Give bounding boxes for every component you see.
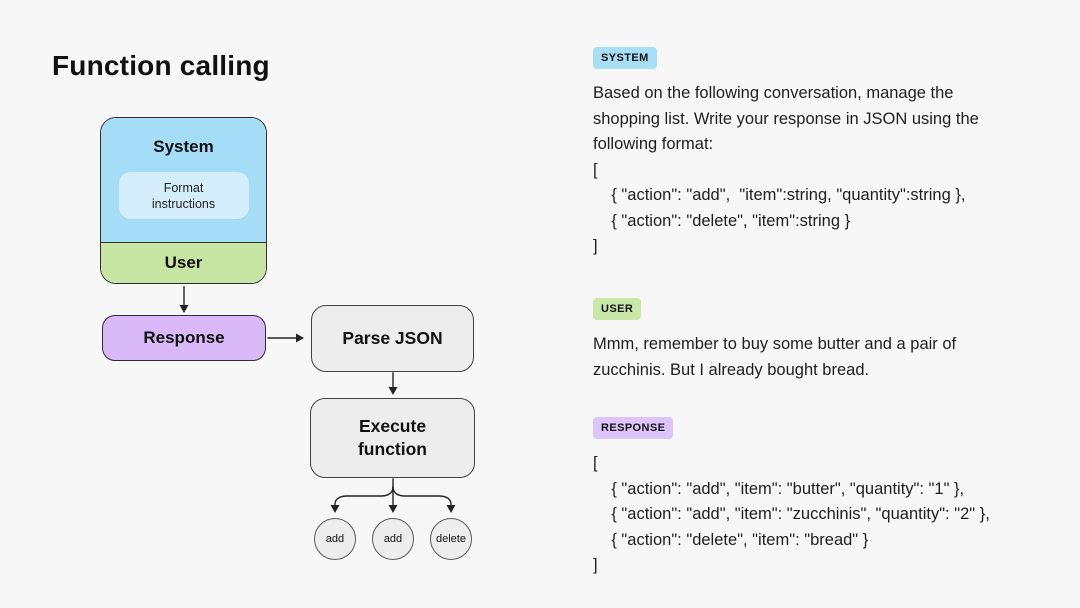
function-circle-delete: delete — [430, 518, 472, 560]
system-message-line: following format: — [593, 135, 714, 153]
format-instructions-box: Format instructions — [118, 172, 249, 219]
user-message-section: USER Mmm, remember to buy some butter an… — [593, 298, 956, 383]
response-message-line: ] — [593, 556, 598, 574]
user-message-line: zucchinis. But I already bought bread. — [593, 360, 870, 379]
user-box-label: User — [164, 253, 203, 272]
execute-function-box: Execute function — [310, 398, 475, 478]
response-message-line: [ — [593, 454, 598, 472]
response-message-line: { "action": "delete", "item": "bread" } — [593, 530, 869, 549]
system-message-line: ] — [593, 237, 598, 255]
parse-json-box-label: Parse JSON — [342, 328, 443, 348]
arrow-response-to-parse-json — [267, 333, 304, 343]
system-message-section: SYSTEM Based on the following conversati… — [593, 47, 979, 260]
function-circle-label: add — [325, 533, 345, 545]
system-box-label: System — [153, 137, 214, 156]
system-message-line: { "action": "delete", "item":string } — [593, 211, 851, 230]
user-box: User — [101, 242, 266, 283]
response-message-section: RESPONSE [ { "action": "add", "item": "b… — [593, 417, 990, 579]
response-message-line: { "action": "add", "item": "zucchinis", … — [593, 505, 990, 523]
response-box-label: Response — [143, 328, 225, 347]
response-badge: RESPONSE — [593, 417, 674, 439]
function-circle-label: delete — [436, 533, 466, 545]
system-badge: SYSTEM — [593, 47, 657, 69]
execute-function-box-label: Execute function — [357, 416, 427, 459]
function-circle-label: add — [383, 533, 403, 545]
system-box: System Format instructions — [101, 118, 266, 242]
arrow-parse-json-to-execute — [388, 372, 398, 395]
arrow-user-to-response — [179, 286, 189, 313]
format-instructions-label: Format instructions — [151, 180, 216, 211]
response-message-line: { "action": "add", "item": "butter", "qu… — [593, 479, 965, 498]
system-user-box: System Format instructions User — [100, 117, 267, 284]
system-message-line: [ — [593, 160, 598, 179]
response-box: Response — [102, 315, 266, 361]
system-message-line: Based on the following conversation, man… — [593, 84, 954, 102]
user-message-line: Mmm, remember to buy some butter and a p… — [593, 335, 957, 353]
system-message-line: shopping list. Write your response in JS… — [593, 109, 979, 128]
system-message-line: { "action": "add", "item":string, "quant… — [593, 186, 966, 204]
function-circle-add-1: add — [314, 518, 356, 560]
arrow-execute-fork — [330, 478, 456, 513]
function-circle-add-2: add — [372, 518, 414, 560]
parse-json-box: Parse JSON — [311, 305, 474, 372]
user-badge: USER — [593, 298, 642, 320]
page-title: Function calling — [52, 50, 270, 81]
